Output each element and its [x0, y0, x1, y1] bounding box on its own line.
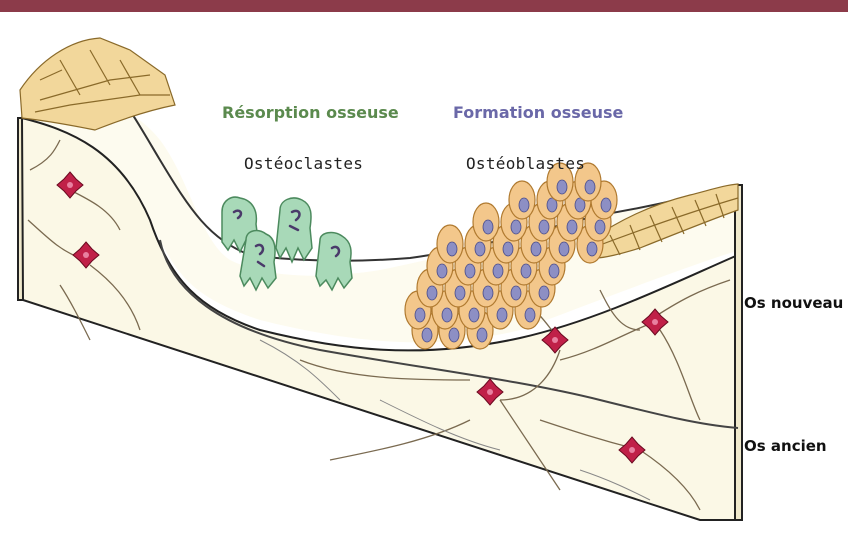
osteoclast-cell — [240, 231, 276, 290]
osteoblast-cell — [473, 203, 499, 241]
osteocyte-nucleus — [629, 447, 635, 453]
old-bone-label: Os ancien — [744, 437, 827, 455]
resorption-title: Résorption osseuse — [222, 103, 399, 122]
osteoblasts-label: Ostéoblastes — [466, 154, 585, 173]
osteocyte-nucleus — [67, 182, 73, 188]
lining-cells-left — [20, 38, 175, 130]
osteoclast-cell — [316, 233, 352, 290]
osteoclasts-label: Ostéoclastes — [244, 154, 363, 173]
osteoblast-cell — [437, 225, 463, 263]
new-bone-label: Os nouveau — [744, 294, 843, 312]
formation-title: Formation osseuse — [453, 103, 623, 122]
osteoblast-cell — [509, 181, 535, 219]
osteocyte-nucleus — [83, 252, 89, 258]
osteocyte-nucleus — [552, 337, 558, 343]
osteocyte-nucleus — [652, 319, 658, 325]
right-side-face — [735, 185, 742, 520]
osteoclast-cell — [276, 198, 312, 262]
osteocyte-nucleus — [487, 389, 493, 395]
